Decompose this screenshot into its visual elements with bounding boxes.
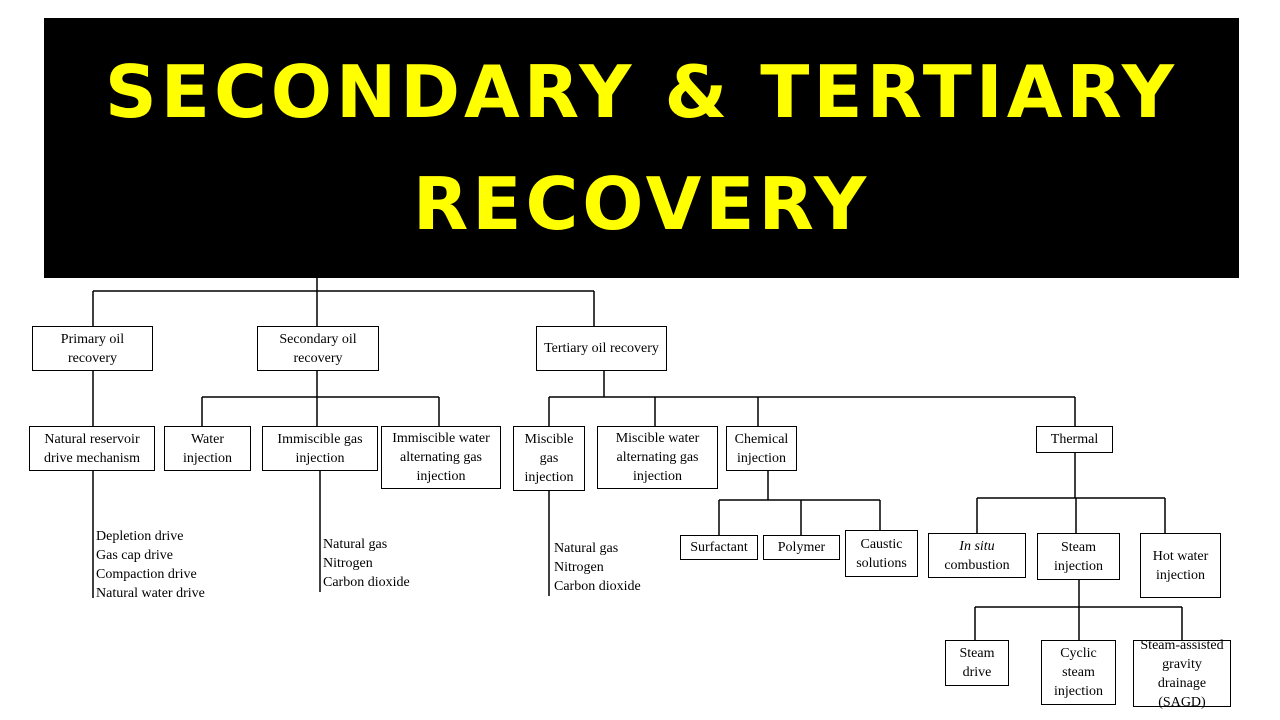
gas-item: Carbon dioxide (554, 579, 641, 594)
drive-item: Depletion drive (96, 529, 184, 544)
gas-item: Nitrogen (323, 556, 373, 571)
miscible-wag-box: Miscible water alternating gas injection (597, 426, 718, 489)
miscible-gas-list: Natural gas Nitrogen Carbon dioxide (554, 539, 641, 596)
immiscible-gas-list: Natural gas Nitrogen Carbon dioxide (323, 535, 410, 592)
title-line-2: RECOVERY (412, 162, 871, 246)
drive-item: Compaction drive (96, 567, 197, 582)
miscible-gas-box: Miscible gas injection (513, 426, 585, 491)
in-situ-combustion-box: In situ combustion (928, 533, 1026, 578)
gas-item: Natural gas (554, 541, 619, 556)
immiscible-wag-box: Immiscible water alternating gas injecti… (381, 426, 501, 489)
caustic-solutions-box: Caustic solutions (845, 530, 918, 577)
primary-oil-recovery-box: Primary oil recovery (32, 326, 153, 371)
cyclic-steam-injection-box: Cyclic steam injection (1041, 640, 1116, 705)
gas-item: Nitrogen (554, 560, 604, 575)
gas-item: Carbon dioxide (323, 575, 410, 590)
polymer-box: Polymer (763, 535, 840, 560)
steam-drive-box: Steam drive (945, 640, 1009, 686)
immiscible-gas-box: Immiscible gas injection (262, 426, 378, 471)
drive-item: Natural water drive (96, 586, 205, 601)
title-line-1: SECONDARY & TERTIARY (104, 50, 1179, 134)
secondary-oil-recovery-box: Secondary oil recovery (257, 326, 379, 371)
chemical-injection-box: Chemical injection (726, 426, 797, 471)
natural-reservoir-box: Natural reservoir drive mechanism (29, 426, 155, 471)
in-situ-label: In situ combustion (944, 538, 1010, 573)
tertiary-oil-recovery-box: Tertiary oil recovery (536, 326, 667, 371)
steam-injection-box: Steam injection (1037, 533, 1120, 580)
sagd-box: Steam-assisted gravity drainage (SAGD) (1133, 638, 1231, 710)
drive-list: Depletion drive Gas cap drive Compaction… (96, 527, 205, 603)
thermal-box: Thermal (1036, 426, 1113, 453)
title-banner: SECONDARY & TERTIARY RECOVERY (44, 18, 1239, 278)
drive-item: Gas cap drive (96, 548, 173, 563)
gas-item: Natural gas (323, 537, 388, 552)
hot-water-injection-box: Hot water injection (1140, 533, 1221, 598)
surfactant-box: Surfactant (680, 535, 758, 560)
water-injection-box: Water injection (164, 426, 251, 471)
